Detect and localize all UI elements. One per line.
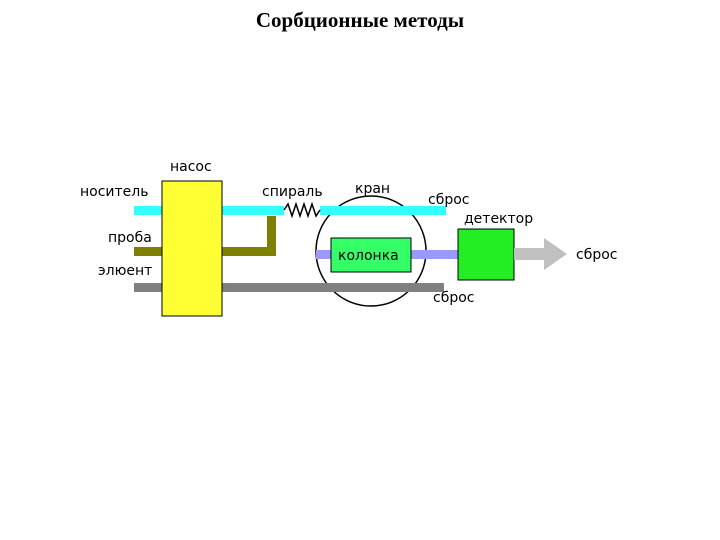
eluent-line	[134, 283, 444, 292]
waste-bottom-label: сброс	[433, 290, 474, 306]
coil-label: спираль	[262, 184, 323, 200]
page-title: Сорбционные методы	[255, 8, 465, 32]
carrier-line-to-waste	[320, 206, 446, 215]
detector-block	[457, 228, 515, 281]
waste-right-label: сброс	[576, 247, 617, 263]
waste-arrow-head	[544, 238, 567, 270]
carrier-label: носитель	[80, 184, 148, 200]
pump-label: насос	[170, 159, 212, 175]
column-label: колонка	[338, 248, 399, 264]
coil-spiral	[283, 201, 321, 219]
sample-line-riser	[267, 216, 276, 256]
waste-arrow-shaft	[514, 248, 544, 260]
column-block	[330, 237, 412, 273]
detector-label: детектор	[464, 211, 533, 227]
sample-label: проба	[108, 230, 152, 246]
eluent-label: элюент	[98, 263, 152, 279]
pump-block	[161, 180, 223, 317]
waste-top-label: сброс	[428, 192, 469, 208]
valve-label: кран	[355, 181, 390, 197]
